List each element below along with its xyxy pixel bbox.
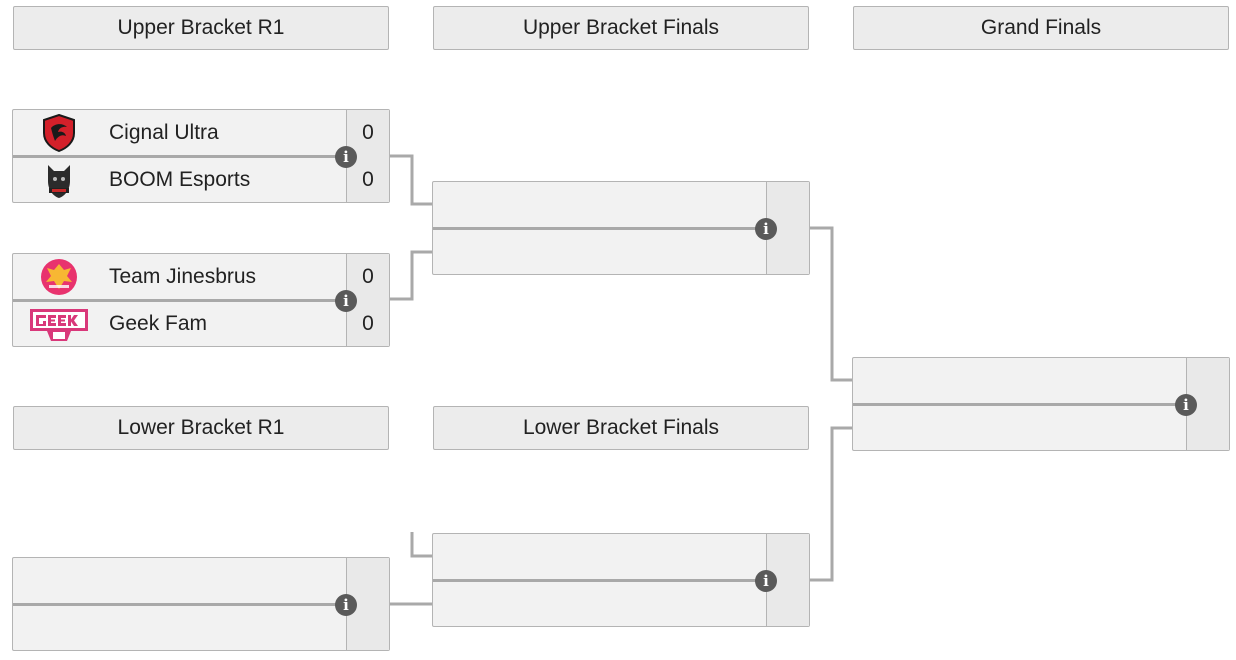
info-icon[interactable]: i — [1175, 394, 1197, 416]
match-divider — [13, 299, 389, 302]
team-slot-boom-esports[interactable]: BOOM Esports — [13, 157, 346, 203]
team-score: 0 — [362, 265, 374, 288]
team-slot-geek-fam[interactable]: Geek Fam — [13, 301, 346, 347]
geek-fam-logo — [27, 304, 91, 344]
match-divider — [433, 579, 809, 582]
team-name: Cignal Ultra — [109, 121, 219, 144]
team-score: 0 — [362, 121, 374, 144]
team-slot-cignal-ultra[interactable]: Cignal Ultra — [13, 110, 346, 156]
team-name: Team Jinesbrus — [109, 265, 257, 288]
cignal-ultra-logo — [39, 113, 79, 153]
round-title: Upper Bracket R1 — [117, 16, 285, 39]
match-ub-r1-2: Team Jinesbrus Geek Fam 0 0 i — [12, 253, 390, 347]
info-icon[interactable]: i — [335, 594, 357, 616]
match-grand-finals: i — [852, 357, 1230, 451]
round-header-upper-finals: Upper Bracket Finals — [433, 6, 809, 50]
round-header-grand-finals: Grand Finals — [853, 6, 1229, 50]
match-ub-r1-1: Cignal Ultra BOOM Esports 0 0 i — [12, 109, 390, 203]
match-divider — [13, 603, 389, 606]
round-header-lower-r1: Lower Bracket R1 — [13, 406, 389, 450]
team-slot-empty[interactable] — [433, 534, 766, 580]
team-slot-team-jinesbrus[interactable]: Team Jinesbrus — [13, 254, 346, 300]
team-slot-empty[interactable] — [13, 558, 346, 604]
team-score: 0 — [362, 168, 374, 191]
match-ub-finals: i — [432, 181, 810, 275]
match-lb-r1: i — [12, 557, 390, 651]
team-name: BOOM Esports — [109, 168, 251, 191]
team-score: 0 — [362, 312, 374, 335]
team-name: Geek Fam — [109, 312, 208, 335]
match-divider — [13, 155, 389, 158]
round-title: Upper Bracket Finals — [522, 16, 720, 39]
team-jinesbrus-logo — [39, 257, 79, 297]
team-slot-empty[interactable] — [13, 605, 346, 651]
team-slot-empty[interactable] — [433, 581, 766, 627]
info-icon[interactable]: i — [335, 290, 357, 312]
team-slot-empty[interactable] — [853, 405, 1186, 451]
round-title: Lower Bracket R1 — [117, 416, 285, 439]
team-slot-empty[interactable] — [853, 358, 1186, 404]
info-icon[interactable]: i — [755, 570, 777, 592]
match-lb-finals: i — [432, 533, 810, 627]
match-divider — [433, 227, 809, 230]
team-slot-empty[interactable] — [433, 182, 766, 228]
boom-esports-logo — [39, 160, 79, 200]
team-slot-empty[interactable] — [433, 229, 766, 275]
match-divider — [853, 403, 1229, 406]
round-title: Lower Bracket Finals — [522, 416, 720, 439]
round-title: Grand Finals — [980, 16, 1102, 39]
round-header-upper-r1: Upper Bracket R1 — [13, 6, 389, 50]
round-header-lower-finals: Lower Bracket Finals — [433, 406, 809, 450]
info-icon[interactable]: i — [755, 218, 777, 240]
info-icon[interactable]: i — [335, 146, 357, 168]
